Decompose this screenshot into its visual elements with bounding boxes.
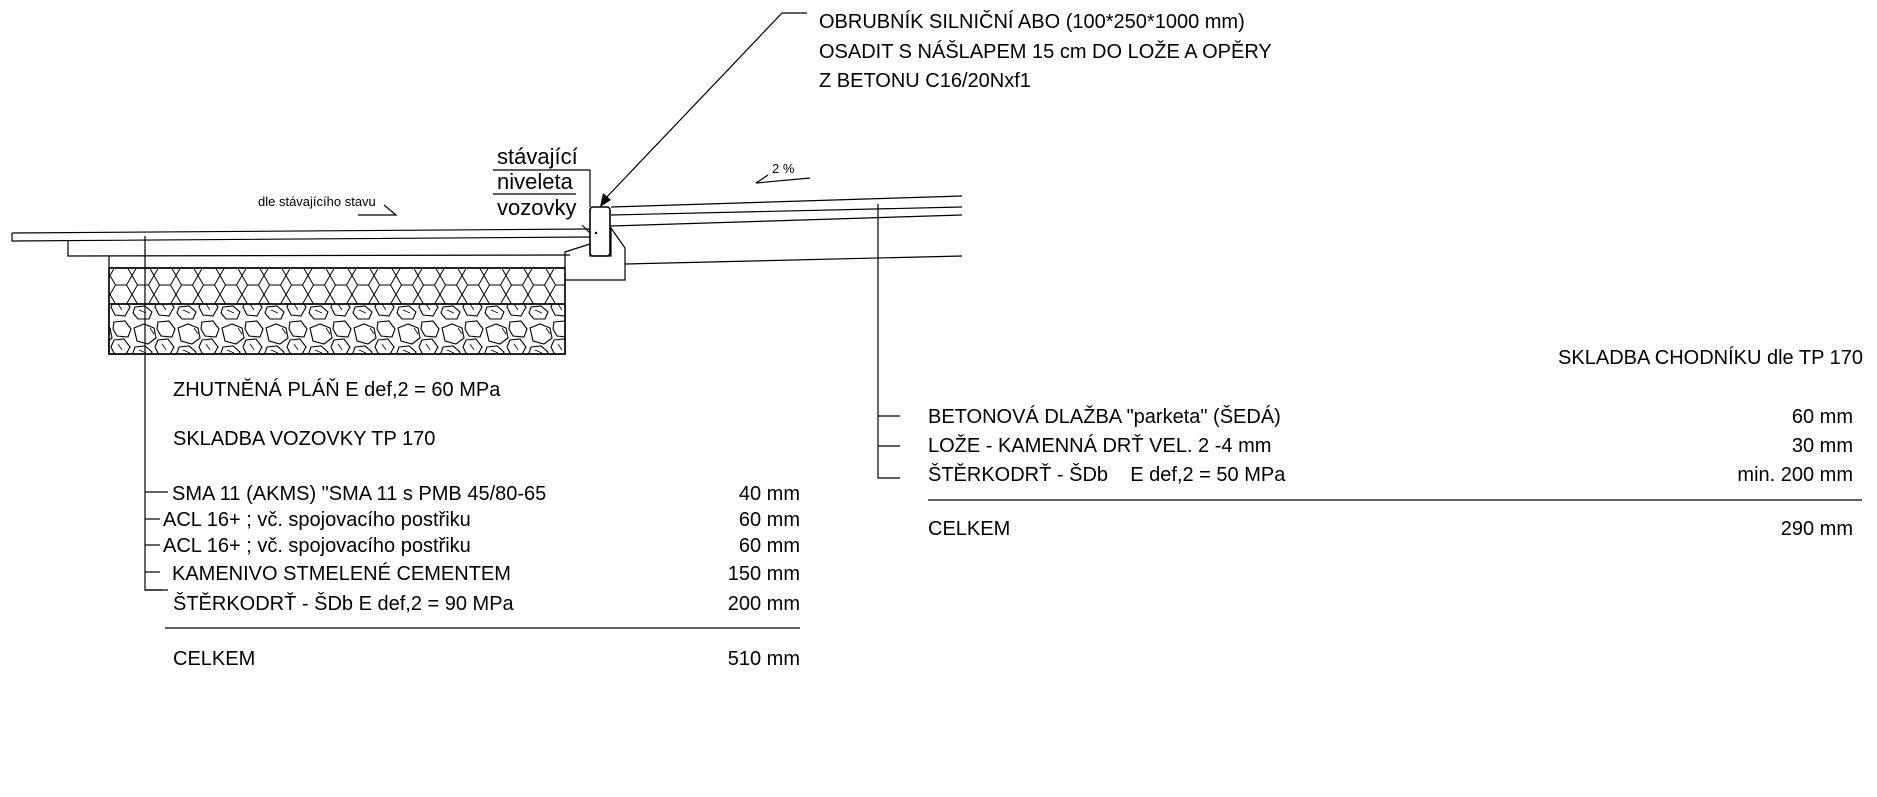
curb-note-line1: OBRUBNÍK SILNIČNÍ ABO (100*250*1000 mm) — [819, 10, 1245, 33]
slope-arrows — [358, 174, 811, 216]
niveleta-line2: niveleta — [497, 169, 574, 194]
niveleta-line1: stávající — [497, 144, 578, 169]
sidewalk-layer-leaders — [877, 204, 1862, 501]
road-layer-2-name: ACL 16+ ; vč. spojovacího postřiku — [163, 509, 471, 531]
sidewalk-title: SKLADBA CHODNÍKU dle TP 170 — [1558, 346, 1863, 369]
sidewalk-layer-2-thickness: 30 mm — [1792, 435, 1853, 457]
sidewalk-total-label: CELKEM — [928, 518, 1010, 540]
sidewalk-layers — [610, 195, 963, 265]
sidewalk-layer-3-name: ŠTĚRKODRŤ - ŠDb E def,2 = 50 MPa — [928, 463, 1286, 486]
road-pavement — [11, 228, 591, 269]
road-total-label: CELKEM — [173, 648, 255, 670]
curb-note-line3: Z BETONU C16/20Nxf1 — [819, 70, 1031, 92]
slope-label: 2 % — [772, 161, 795, 176]
road-layer-leaders — [144, 236, 800, 629]
road-layer-5-thickness: 200 mm — [728, 593, 800, 615]
niveleta-line3: vozovky — [497, 195, 576, 220]
road-layer-4-thickness: 150 mm — [728, 563, 800, 585]
curb-detail — [564, 206, 626, 281]
road-layer-2-thickness: 60 mm — [739, 509, 800, 531]
road-layer-1-thickness: 40 mm — [739, 483, 800, 505]
road-total-value: 510 mm — [728, 648, 800, 670]
sidewalk-layer-1-name: BETONOVÁ DLAŽBA "parketa" (ŠEDÁ) — [928, 405, 1281, 428]
road-layer-4-name: KAMENIVO STMELENÉ CEMENTEM — [172, 562, 511, 585]
sidewalk-total-value: 290 mm — [1781, 518, 1853, 540]
subgrade-label: ZHUTNĚNÁ PLÁŇ E def,2 = 60 MPa — [173, 378, 501, 401]
road-layer-1-name: SMA 11 (AKMS) "SMA 11 s PMB 45/80-65 — [172, 483, 546, 505]
base-layer-hatching — [108, 267, 566, 355]
niveleta-marker — [493, 169, 591, 207]
road-title: SKLADBA VOZOVKY TP 170 — [173, 428, 435, 450]
curb-note-line2: OSADIT S NÁŠLAPEM 15 cm DO LOŽE A OPĚRY — [819, 40, 1272, 63]
road-layer-3-name: ACL 16+ ; vč. spojovacího postřiku — [163, 535, 471, 557]
road-layer-5-name: ŠTĚRKODRŤ - ŠDb E def,2 = 90 MPa — [173, 592, 515, 615]
sidewalk-layer-1-thickness: 60 mm — [1792, 406, 1853, 428]
road-layer-3-thickness: 60 mm — [739, 535, 800, 557]
sidewalk-layer-3-thickness: min. 200 mm — [1737, 464, 1853, 486]
sidewalk-layer-2-name: LOŽE - KAMENNÁ DRŤ VEL. 2 -4 mm — [928, 434, 1271, 457]
existing-state-label: dle stávajícího stavu — [258, 194, 376, 209]
curb-leader — [600, 12, 807, 207]
